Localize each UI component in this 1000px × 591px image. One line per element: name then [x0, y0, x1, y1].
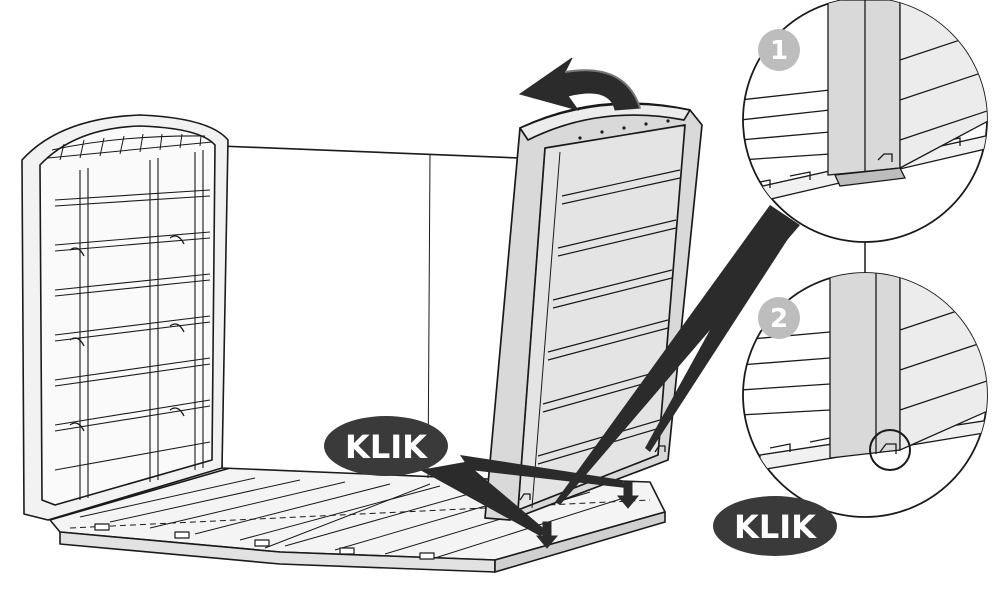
down-arrows — [535, 481, 640, 549]
step-number-1: 1 — [770, 36, 788, 66]
down-arrow-right — [616, 481, 640, 509]
klik-label-main: KLIK — [345, 428, 428, 466]
left-wall-hooks — [69, 235, 185, 432]
wedge-klik-right — [460, 455, 626, 488]
wedge-detail-2 — [645, 212, 795, 452]
left-wall-posts — [79, 150, 204, 500]
detail-circle-2: 2 — [742, 272, 988, 518]
floor-clips — [94, 523, 435, 560]
tilting-panel — [484, 102, 703, 521]
rotation-arrow — [518, 57, 641, 111]
left-wall — [21, 114, 229, 521]
wedge-klik-left — [420, 462, 548, 536]
step-badge-1: 1 — [758, 29, 800, 71]
down-arrow-left — [535, 521, 559, 549]
detail-circle-1: 1 — [742, 0, 988, 243]
panel-top-holes — [578, 119, 670, 140]
left-wall-top-grid — [47, 133, 213, 161]
klik-focus-ring — [869, 429, 911, 471]
klik-label-detail: KLIK — [734, 508, 817, 546]
step-badge-2: 2 — [758, 297, 800, 339]
klik-callout-main: KLIK — [324, 416, 448, 476]
klik-callout-detail: KLIK — [713, 496, 837, 556]
step-number-2: 2 — [770, 304, 788, 334]
